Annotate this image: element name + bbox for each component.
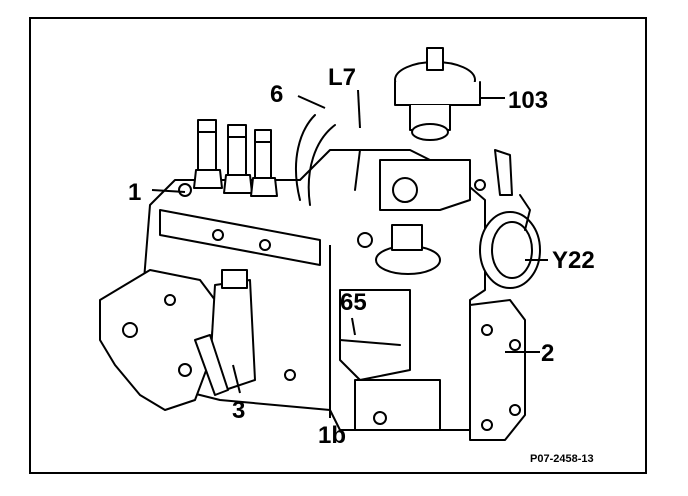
callout-3: 3 (232, 397, 245, 424)
callout-y22: Y22 (552, 247, 595, 274)
leader-3 (232, 364, 241, 394)
leader-l7 (357, 89, 361, 129)
leader-65 (351, 317, 356, 336)
callout-1: 1 (128, 179, 141, 206)
callout-6: 6 (270, 81, 283, 108)
callout-65: 65 (340, 289, 367, 316)
callout-1b: 1b (318, 422, 346, 449)
callout-2: 2 (541, 340, 554, 367)
reference-code: P07-2458-13 (530, 453, 594, 465)
delivery-valves (193, 119, 278, 197)
leader-1 (151, 189, 186, 193)
callout-l7: L7 (328, 64, 356, 91)
callout-103: 103 (508, 87, 548, 114)
leader-6 (297, 95, 326, 109)
leader-lines (151, 89, 548, 418)
injection-pump-drawing (99, 47, 541, 441)
